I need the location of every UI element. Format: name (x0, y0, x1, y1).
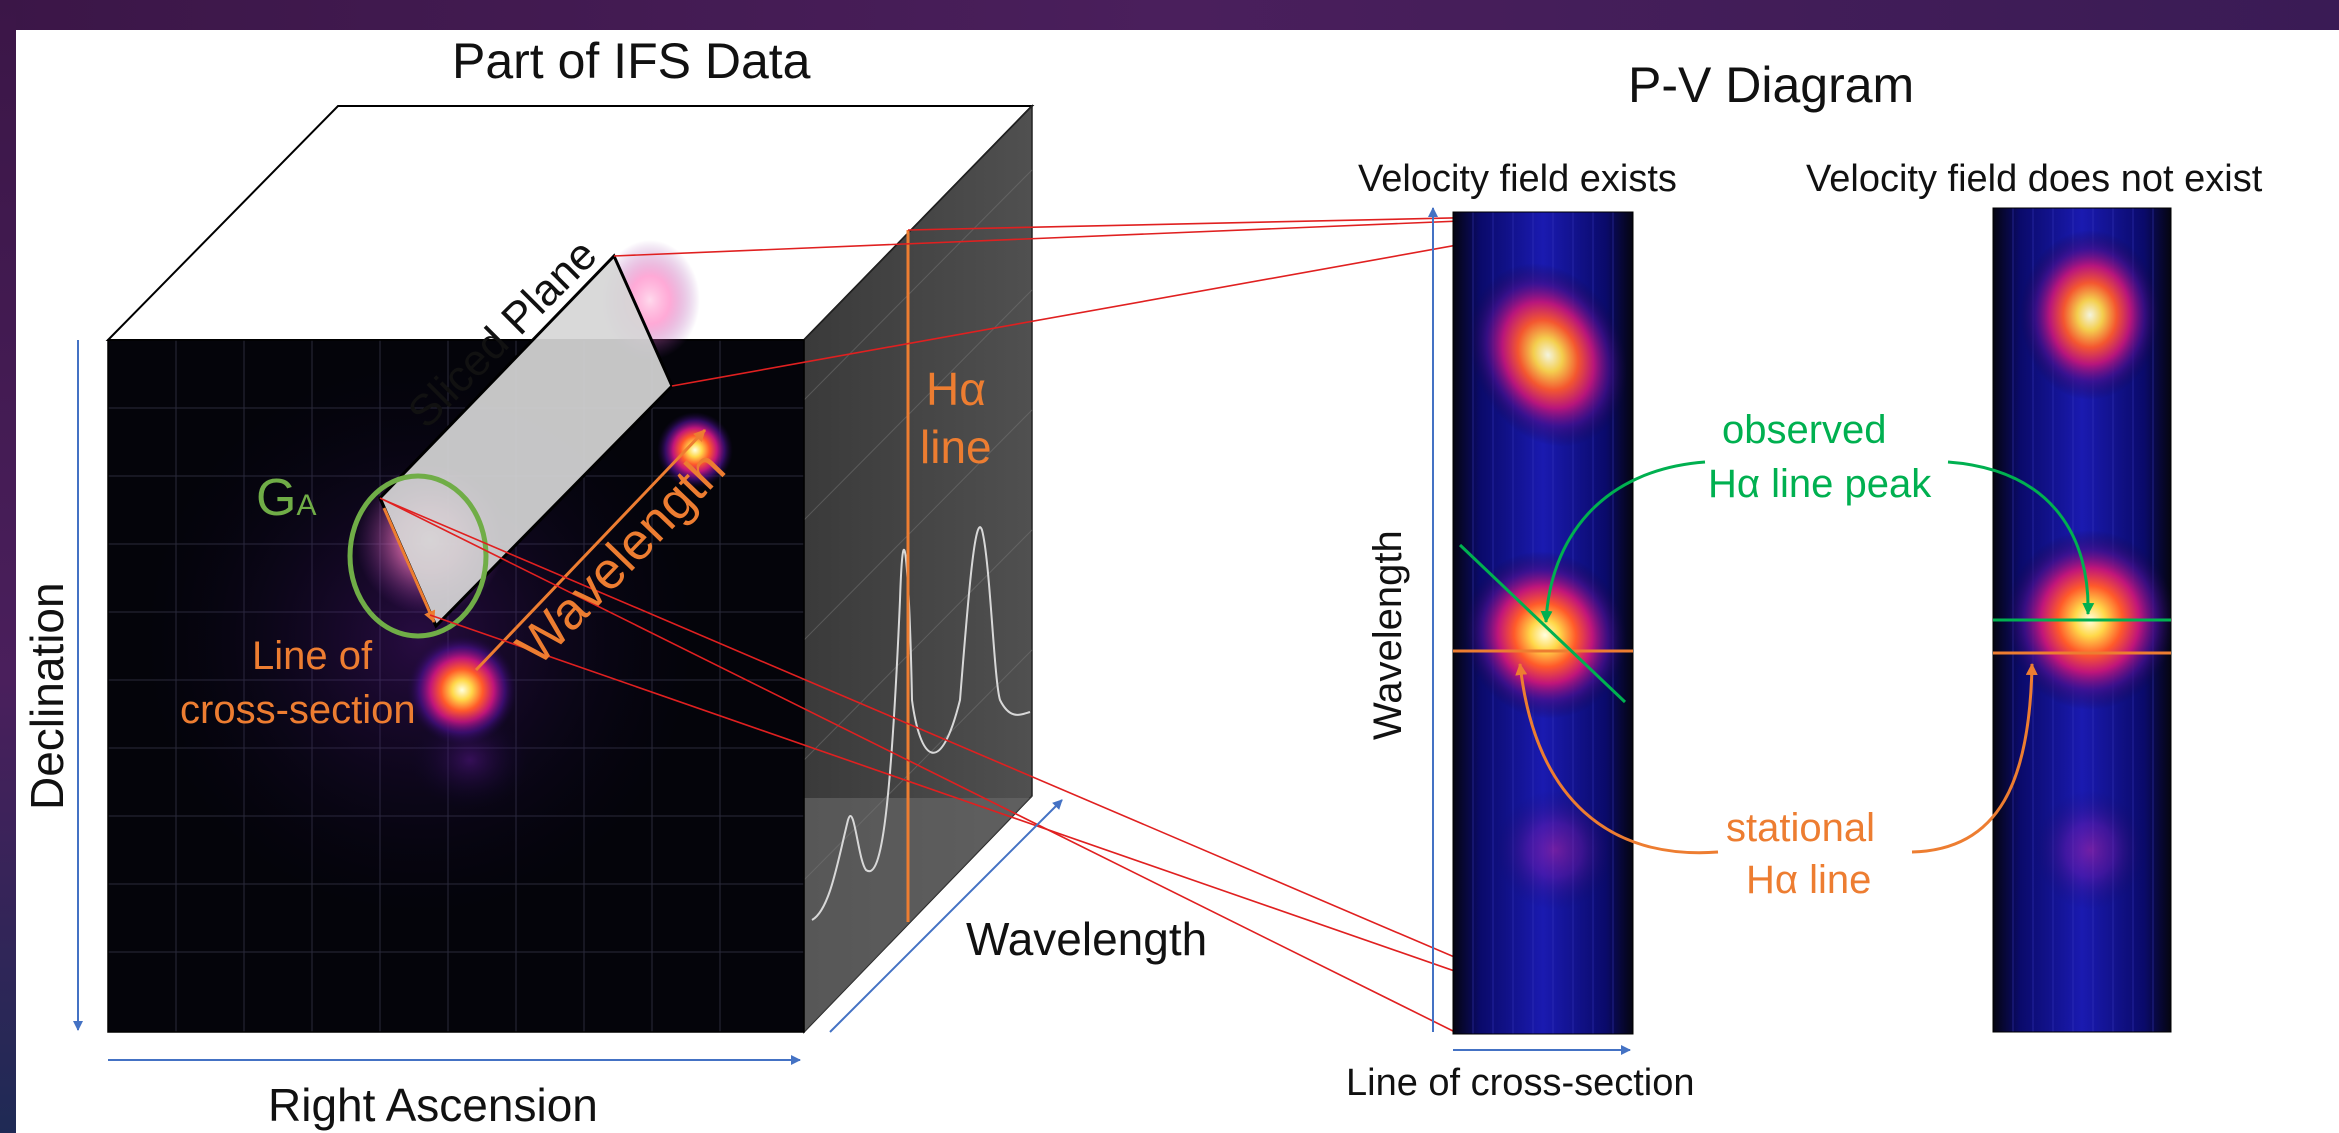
cross-section-arrow (382, 507, 436, 623)
halpha-line-label-1: Hα (926, 363, 986, 415)
stational-label-1: stational (1726, 806, 1875, 850)
galaxy-ga-circle (347, 473, 489, 639)
cube-title: Part of IFS Data (452, 33, 811, 89)
observed-peak-arrow-left (1540, 460, 1706, 623)
line-of-cross-section-label-2: cross-section (180, 688, 416, 732)
halpha-line-label-2: line (920, 421, 992, 473)
line-of-cross-section-label-1: Line of (252, 634, 373, 678)
pv-title: P-V Diagram (1628, 57, 1915, 113)
stational-arrow-left (1515, 663, 1719, 855)
pv-cross-section-axis-label: Line of cross-section (1346, 1062, 1695, 1104)
galaxy-ga-subscript: A (296, 489, 317, 522)
wavelength-diagonal-arrow (474, 428, 707, 672)
cube-wavelength-axis-label: Wavelength (966, 913, 1208, 965)
galaxy-ga-letter: G (256, 469, 297, 527)
galaxy-ga-label: GA (256, 472, 316, 524)
slide-left-band (0, 0, 16, 1133)
pv-right-panel-title: Velocity field does not exist (1806, 158, 2263, 200)
stational-label-2: Hα line (1746, 858, 1872, 902)
spectrum-curve (811, 526, 1031, 921)
pv-wavelength-axis-label: Wavelength (1366, 530, 1410, 740)
wavelength-axis-arrow (829, 799, 1063, 1033)
slide-top-band (0, 0, 2339, 30)
observed-peak-line-left (1458, 543, 1627, 704)
observed-peak-arrow-right (1947, 460, 2095, 615)
right-ascension-axis-label: Right Ascension (268, 1079, 598, 1131)
stational-arrow-right (1911, 663, 2038, 854)
pv-left-panel-title: Velocity field exists (1358, 158, 1677, 200)
observed-peak-label-2: Hα line peak (1708, 462, 1932, 506)
pv-strip-velocity-exists (1453, 212, 1633, 1034)
observed-peak-label-1: observed (1722, 408, 1887, 452)
declination-axis-label: Declination (21, 582, 73, 810)
